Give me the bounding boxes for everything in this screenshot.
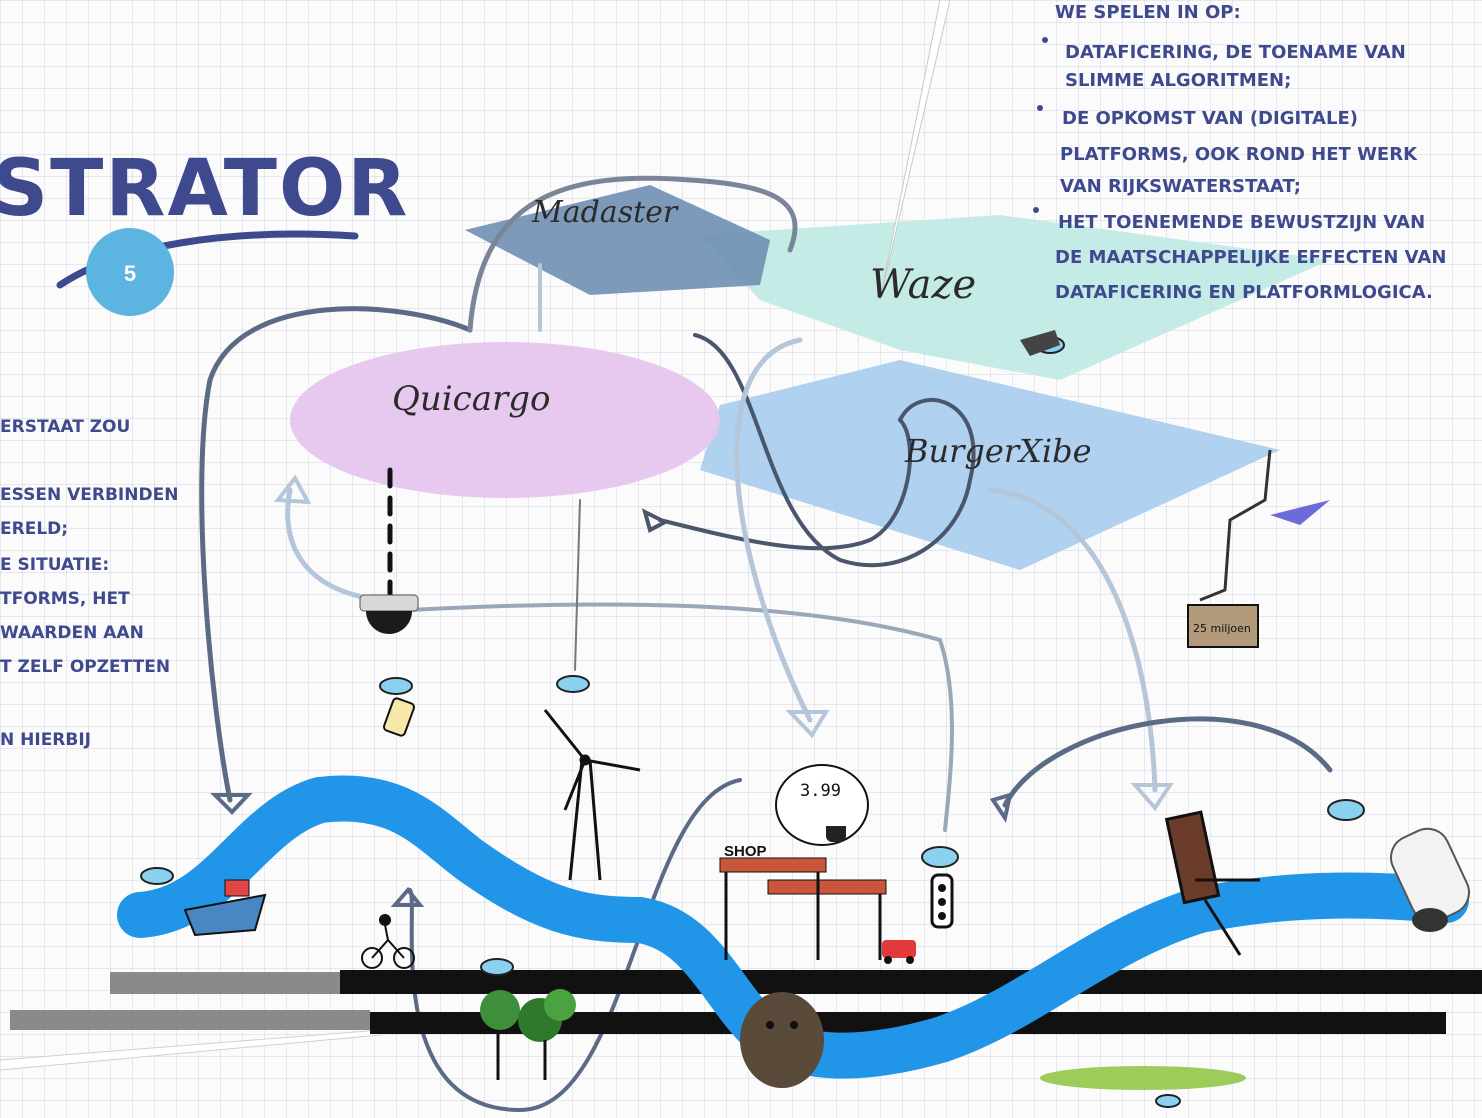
- left-line-5: TFORMS, HET: [0, 589, 130, 609]
- roads: [10, 970, 1482, 1034]
- arrowhead-bottom-loop: [390, 886, 425, 907]
- lock-tower: [1164, 810, 1260, 956]
- left-line-2: ESSEN VERBINDEN: [0, 485, 178, 505]
- madaster-label: Madaster: [531, 195, 679, 230]
- phone-icon: [382, 697, 416, 737]
- road-black-bottom: [370, 1012, 1446, 1034]
- left-line-6: WAARDEN AAN: [0, 623, 144, 643]
- otter-image: [740, 992, 824, 1088]
- eye-icon: [140, 867, 174, 885]
- arrow-madaster-to-river: [199, 306, 473, 803]
- intro-heading: WE SPELEN IN OP:: [1055, 2, 1241, 23]
- traffic-light-icon: [930, 873, 954, 929]
- quicargo-plane: [290, 342, 720, 498]
- eye-icon: [1327, 799, 1365, 821]
- suitcase-icon: 25 miljoen: [1187, 604, 1259, 648]
- security-camera-icon: [359, 594, 419, 634]
- intro-bullet-3-line-3: DATAFICERING EN PLATFORMLOGICA.: [1055, 282, 1433, 303]
- arrowhead-river-left: [210, 793, 253, 815]
- trees: [480, 989, 576, 1080]
- eye-icon: [1155, 1094, 1181, 1108]
- cyclist-icon: [361, 914, 415, 969]
- windturbine-line: [574, 499, 581, 671]
- title-underline: [56, 230, 359, 289]
- waze-plane: [700, 215, 1330, 380]
- bullet-1-dot: [1042, 37, 1048, 43]
- shop-building: SHOP: [719, 843, 887, 960]
- cctv-camera-icon: [1390, 827, 1470, 932]
- grass-patch: [1040, 1066, 1246, 1090]
- arrow-bottom-loop: [408, 778, 742, 1113]
- waze-label: Waze: [870, 262, 976, 308]
- burgerxibe-label: BurgerXibe: [904, 432, 1092, 470]
- intro-bullet-2-line-3: VAN RIJKSWATERSTAAT;: [1060, 176, 1301, 197]
- intro-bullet-3-line-1: HET TOENEMENDE BEWUSTZIJN VAN: [1058, 212, 1425, 233]
- arrowhead-right-down: [1130, 783, 1174, 812]
- left-text-block: ERSTAAT ZOU ESSEN VERBINDEN ERELD; E SIT…: [0, 417, 178, 750]
- callout-pointer-lower: [0, 1029, 381, 1071]
- intro-bullet-2-line-2: PLATFORMS, OOK ROND HET WERK: [1060, 144, 1418, 165]
- eye-icons: [140, 336, 1365, 1108]
- price-text: 3.99: [800, 781, 841, 801]
- eye-icon: [556, 675, 590, 693]
- intro-block: WE SPELEN IN OP: DATAFICERING, DE TOENAM…: [1033, 2, 1446, 303]
- intro-bullet-2-line-1: DE OPKOMST VAN (DIGITALE): [1062, 108, 1358, 129]
- platform-planes: [290, 185, 1330, 570]
- intro-bullet-3-line-2: DE MAATSCHAPPELIJKE EFFECTEN VAN: [1055, 247, 1446, 268]
- arrow-camera-line: [408, 602, 954, 832]
- bullet-3-dot: [1033, 207, 1039, 213]
- arrow-quicargo-out: [658, 418, 912, 551]
- bird-icon: [1020, 330, 1060, 356]
- suitcase-label: 25 miljoen: [1193, 622, 1251, 635]
- river: [117, 775, 1469, 1079]
- car-icon: [882, 940, 916, 964]
- left-line-8: N HIERBIJ: [0, 730, 91, 750]
- arrow-waze-loop: [693, 333, 976, 568]
- arrow-right-down: [987, 487, 1158, 793]
- shop-sign: SHOP: [724, 843, 767, 860]
- eye-icon: [379, 677, 413, 695]
- arrowhead-right-loop: [989, 792, 1013, 824]
- burgerxibe-plane: [700, 360, 1280, 570]
- arrowhead-left-return: [274, 474, 312, 505]
- page-title: STRATOR: [0, 144, 409, 234]
- eye-icon: [480, 958, 514, 976]
- left-line-4: E SITUATIE:: [0, 555, 109, 575]
- arrow-top-loop: [467, 175, 798, 333]
- arrow-right-loop: [1002, 716, 1333, 808]
- wind-turbine-icon: [543, 709, 641, 881]
- arrow-left-return: [285, 487, 383, 603]
- arrowhead-quicargo: [641, 508, 670, 533]
- page-number-badge: [86, 228, 174, 316]
- road-gray-bottom: [10, 1010, 370, 1030]
- scarf-icon: [1270, 500, 1330, 525]
- eye-icon: [921, 846, 959, 868]
- left-line-3: ERELD;: [0, 519, 68, 539]
- bullet-2-dot: [1037, 105, 1043, 111]
- road-black-top: [340, 970, 1482, 994]
- road-gray-top: [110, 972, 360, 994]
- title-group: STRATOR 5: [0, 144, 409, 316]
- arrowhead-mid-down: [785, 710, 830, 739]
- callout-pointer: [879, 0, 951, 301]
- boat-icon: [183, 879, 267, 937]
- page-number: 5: [124, 261, 136, 286]
- quicargo-label: Quicargo: [392, 379, 550, 419]
- arrow-mid-down: [734, 337, 813, 723]
- price-bubble: 3.99: [775, 764, 869, 846]
- left-line-1: ERSTAAT ZOU: [0, 417, 130, 437]
- figure-icon: [1199, 449, 1272, 602]
- intro-bullet-1-line-1: DATAFICERING, DE TOENAME VAN: [1065, 42, 1406, 63]
- left-line-7: T ZELF OPZETTEN: [0, 657, 170, 677]
- connection-arrows: [199, 175, 1333, 1113]
- intro-bullet-1-line-2: SLIMME ALGORITMEN;: [1065, 70, 1291, 91]
